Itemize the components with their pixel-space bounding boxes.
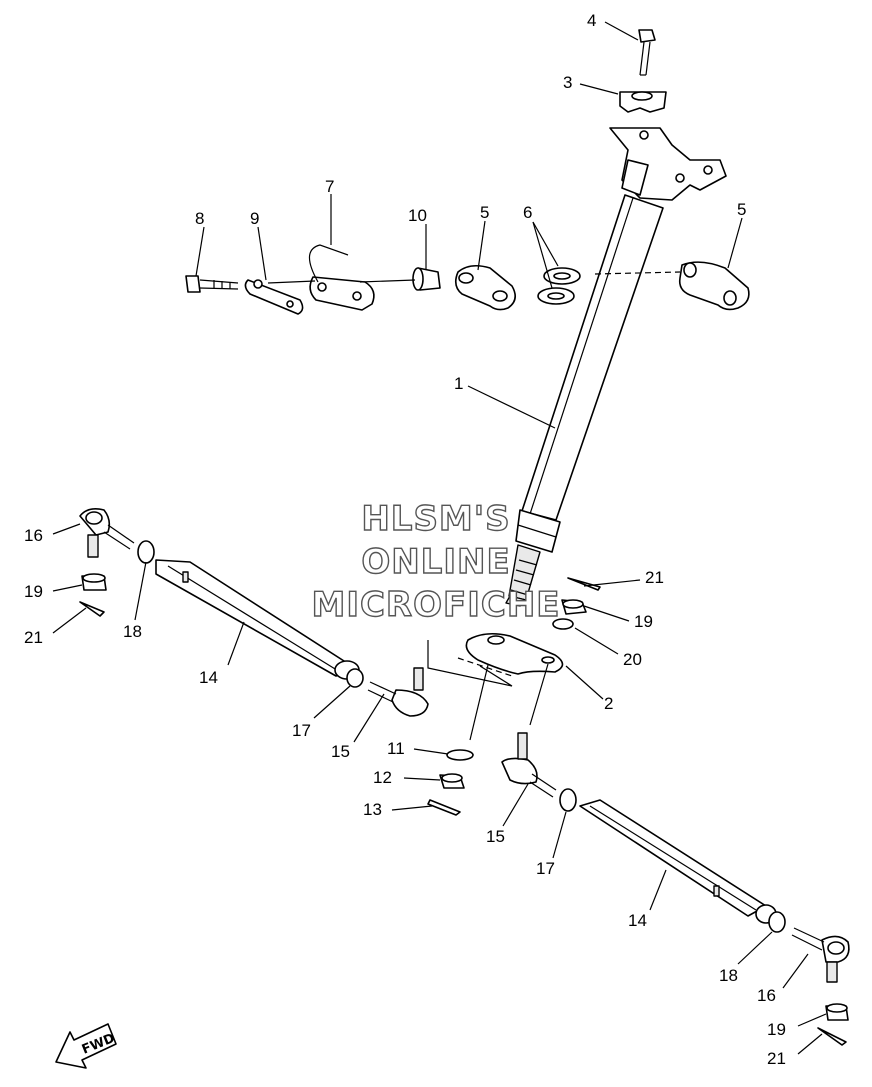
cotter-21-right [817,1027,847,1046]
arm-nut [561,599,587,615]
center-cotter-pin [427,799,461,816]
callout-21b: 21 [645,568,664,587]
watermark-line-1: HLSM'S [361,499,510,539]
callout-4: 4 [587,11,596,30]
bushing-washers [537,267,581,305]
callout-10: 10 [408,206,427,225]
callout-9: 9 [250,209,259,228]
leader-lines [52,21,827,1055]
nut-19-right [825,1003,849,1021]
rod-end-right-inner [501,732,557,798]
nut-19-left [81,573,107,591]
callout-12: 12 [373,768,392,787]
steering-column [505,194,664,607]
cotter-21-left [79,601,105,617]
callout-7: 7 [325,177,334,196]
callout-1: 1 [454,374,463,393]
collar [412,267,441,291]
rod-end-left-inner [367,667,429,717]
callout-21c: 21 [767,1049,786,1068]
watermark: HLSM'S ONLINE MICROFICHE [311,498,560,625]
fwd-arrow-icon: FWD [55,1023,117,1069]
callout-14a: 14 [199,668,218,687]
callout-19b: 19 [634,612,653,631]
holder-bolt [638,29,656,76]
arm-washer [552,618,574,630]
callout-18a: 18 [123,622,142,641]
arm-cotter-pin [567,577,601,591]
callout-6: 6 [523,203,532,222]
callout-5a: 5 [480,203,489,222]
callout-5b: 5 [737,200,746,219]
locknut-17-left [346,668,364,688]
center-nut [439,773,465,789]
callout-labels: 4 3 7 8 9 10 5 6 5 1 16 19 21 18 14 21 1… [24,11,786,1068]
lock-plate [308,244,375,311]
callout-2: 2 [604,694,613,713]
plate-bolt [185,275,239,293]
column-clamp-left [454,264,516,311]
column-clamp-right [678,261,750,311]
callout-8: 8 [195,209,204,228]
pitman-arm [465,632,564,675]
callout-15b: 15 [486,827,505,846]
callout-16b: 16 [757,986,776,1005]
watermark-line-3: MICROFICHE [311,585,560,625]
callout-20: 20 [623,650,642,669]
watermark-line-2: ONLINE [361,542,510,582]
column-top-bracket [609,127,727,201]
callout-21a: 21 [24,628,43,647]
callout-19a: 19 [24,582,43,601]
locknut-17-right [559,788,577,812]
callout-15a: 15 [331,742,350,761]
callout-11: 11 [387,739,405,758]
callout-3: 3 [563,73,572,92]
locknut-18-right [768,911,786,933]
column-holder [619,91,667,113]
callout-17a: 17 [292,721,311,740]
callout-19c: 19 [767,1020,786,1039]
lock-washer [244,279,304,315]
callout-16a: 16 [24,526,43,545]
locknut-18-left [137,540,155,564]
rod-end-left-outer [79,508,135,558]
tie-rod-right [579,799,777,924]
callout-13: 13 [363,800,382,819]
callout-14b: 14 [628,911,647,930]
center-washer [446,749,474,761]
callout-18b: 18 [719,966,738,985]
rod-end-right-outer [791,927,850,983]
callout-17b: 17 [536,859,555,878]
